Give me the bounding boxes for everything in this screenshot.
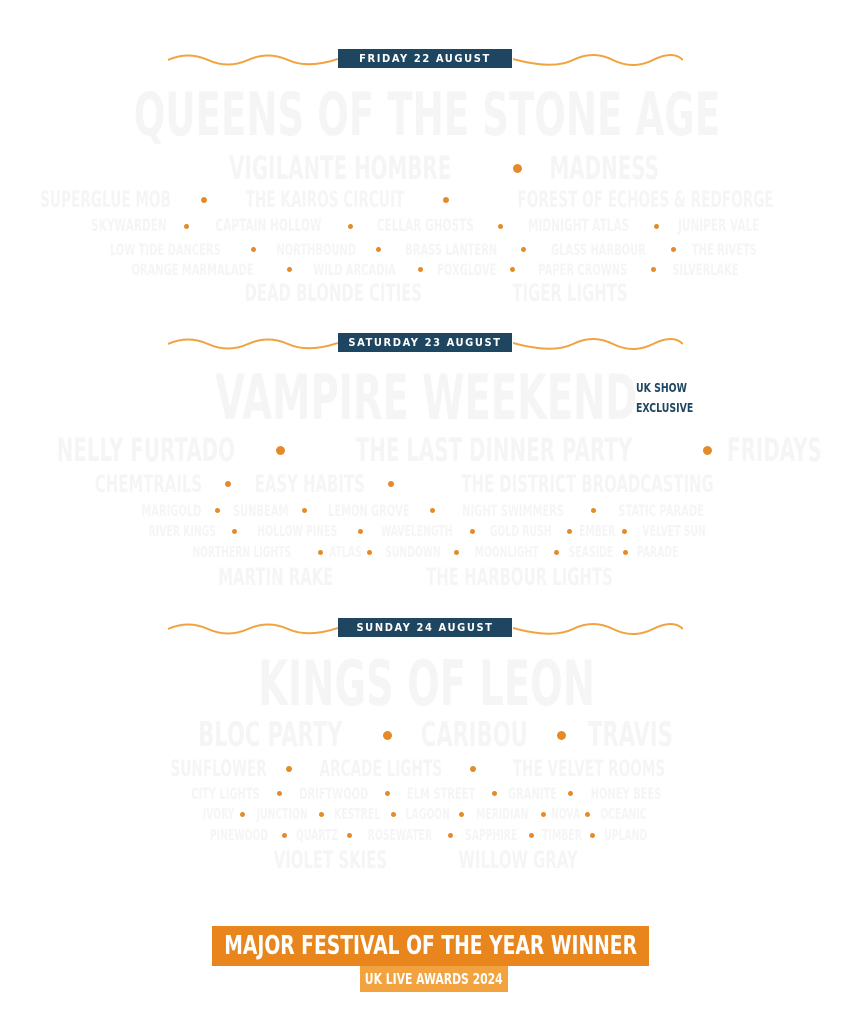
exclusive-line-2: EXCLUSIVE — [636, 401, 694, 415]
headliner: VAMPIRE WEEKEND — [215, 364, 638, 430]
separator-dot — [276, 790, 282, 796]
award-title: MAJOR FESTIVAL OF THE YEAR WINNER — [224, 931, 637, 961]
separator-dot — [357, 528, 363, 534]
separator-dot — [347, 832, 353, 838]
separator-dot — [622, 528, 628, 534]
headliner: QUEENS OF THE STONE AGE — [133, 82, 720, 148]
separator-dot — [654, 223, 660, 229]
separator-dot — [376, 246, 382, 252]
lineup-row-3: CHEMTRAILS EASY HABITS THE DISTRICT BROA… — [94, 470, 714, 498]
lineup-row-5: LOW TIDE DANCERS NORTHBOUND BRASS LANTER… — [109, 239, 758, 259]
separator-dot — [287, 266, 293, 272]
separator-dot — [470, 528, 476, 534]
wave-ornament-right — [513, 54, 683, 66]
lineup-row-6: NORTHERN LIGHTS ATLAS SUNDOWN MOONLIGHT … — [192, 543, 679, 561]
separator-dot — [584, 811, 590, 817]
separator-dot — [702, 445, 712, 455]
separator-dot — [650, 266, 656, 272]
lineup-row-6: PINEWOOD QUARTZ ROSEWATER SAPPHIRE TIMBE… — [210, 826, 648, 844]
award-banner: MAJOR FESTIVAL OF THE YEAR WINNER — [212, 926, 649, 966]
separator-dot — [430, 507, 436, 513]
separator-dot — [388, 481, 395, 487]
lineup-row-4: SKYWARDEN CAPTAIN HOLLOW CELLAR GHOSTS M… — [91, 216, 760, 236]
headliner: KINGS OF LEON — [258, 650, 595, 716]
separator-dot — [540, 811, 546, 817]
separator-dot — [556, 730, 566, 740]
lineup-row-4: MARIGOLD SUNBEAM LEMON GROVE NIGHT SWIMM… — [140, 500, 705, 520]
separator-dot — [492, 790, 498, 796]
date-label: SATURDAY 23 AUGUST — [338, 333, 512, 352]
award-subtitle-tag: UK LIVE AWARDS 2024 — [360, 966, 508, 992]
date-banner: FRIDAY 22 AUGUST — [0, 49, 853, 69]
separator-dot — [554, 549, 560, 555]
separator-dot — [512, 163, 522, 173]
separator-dot — [521, 246, 527, 252]
uk-show-exclusive-label: UK SHOW EXCLUSIVE — [636, 378, 698, 418]
exclusive-line-1: UK SHOW — [636, 381, 687, 395]
separator-dot — [454, 549, 459, 555]
lineup-row-6: ORANGE MARMALADE WILD ARCADIA FOXGLOVE P… — [131, 259, 739, 279]
lineup-row-2: NELLY FURTADO THE LAST DINNER PARTY FRID… — [56, 431, 822, 469]
lineup-row-3: SUNFLOWER ARCADE LIGHTS THE VELVET ROOMS — [170, 756, 666, 782]
separator-dot — [301, 507, 307, 513]
separator-dot — [383, 730, 393, 740]
lineup-row-2: VIGILANTE HOMBRE MADNESS — [228, 149, 659, 187]
separator-dot — [390, 811, 396, 817]
separator-dot — [250, 246, 256, 252]
lineup-row-7: MARTIN RAKE THE HARBOUR LIGHTS — [218, 563, 613, 591]
separator-dot — [385, 790, 391, 796]
separator-dot — [201, 197, 208, 203]
separator-dot — [497, 223, 503, 229]
separator-dot — [470, 766, 476, 772]
separator-dot — [348, 223, 354, 229]
separator-dot — [215, 507, 221, 513]
date-banner: SUNDAY 24 AUGUST — [0, 618, 853, 638]
wave-ornament-left — [168, 54, 338, 66]
separator-dot — [232, 528, 238, 534]
separator-dot — [529, 832, 535, 838]
lineup-row-7: VIOLET SKIES WILLOW GRAY — [273, 846, 578, 874]
date-label: SUNDAY 24 AUGUST — [338, 618, 512, 637]
award-subtitle: UK LIVE AWARDS 2024 — [365, 970, 503, 988]
separator-dot — [367, 549, 373, 555]
separator-dot — [282, 832, 288, 838]
lineup-row-4: CITY LIGHTS DRIFTWOOD ELM STREET GRANITE… — [190, 783, 662, 803]
lineup-row-2: BLOC PARTY CARIBOU TRAVIS — [198, 715, 673, 755]
separator-dot — [591, 507, 597, 513]
wave-ornament-left — [168, 623, 338, 635]
wave-ornament-left — [168, 338, 338, 350]
wave-ornament-right — [513, 623, 683, 635]
separator-dot — [459, 811, 465, 817]
separator-dot — [566, 528, 572, 534]
separator-dot — [239, 811, 245, 817]
lineup-row-3: SUPERGLUE MOB THE KAIROS CIRCUIT FOREST … — [40, 187, 775, 213]
separator-dot — [671, 246, 677, 252]
separator-dot — [224, 481, 231, 487]
lineup-row-5: IVORY JUNCTION KESTREL LAGOON MERIDIAN N… — [202, 805, 647, 823]
separator-dot — [622, 549, 628, 555]
separator-dot — [275, 445, 285, 455]
separator-dot — [286, 766, 293, 772]
date-banner: SATURDAY 23 AUGUST — [0, 333, 853, 353]
date-label: FRIDAY 22 AUGUST — [338, 49, 512, 68]
separator-dot — [417, 266, 423, 272]
separator-dot — [184, 223, 190, 229]
separator-dot — [317, 549, 323, 555]
separator-dot — [443, 197, 450, 203]
wave-ornament-right — [513, 338, 683, 350]
separator-dot — [447, 832, 453, 838]
separator-dot — [590, 832, 596, 838]
lineup-row-5: RIVER KINGS HOLLOW PINES WAVELENGTH GOLD… — [148, 522, 706, 540]
lineup-row-7: DEAD BLONDE CITIES TIGER LIGHTS — [244, 279, 628, 307]
separator-dot — [319, 811, 325, 817]
separator-dot — [510, 266, 516, 272]
separator-dot — [568, 790, 574, 796]
